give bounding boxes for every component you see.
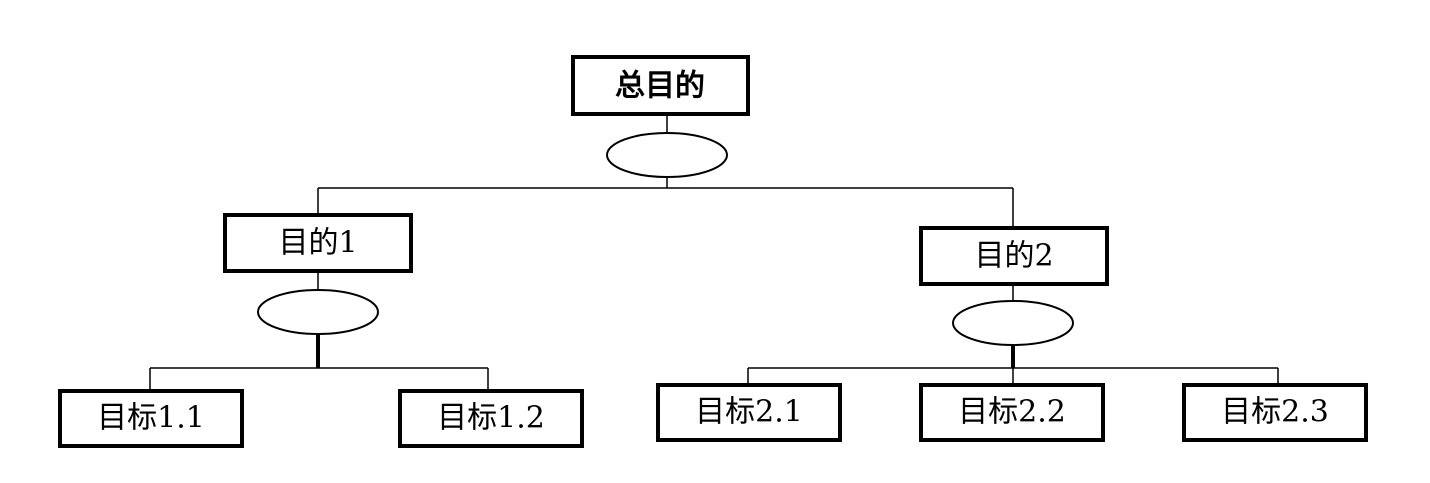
decomposition-gate-root	[606, 132, 728, 178]
purpose-label-2: 目的2	[974, 239, 1053, 274]
goal-label-1-2: 目标1.2	[437, 401, 545, 436]
goal-label-2-3: 目标2.3	[1221, 395, 1329, 430]
root-label: 总目的	[615, 69, 705, 104]
goal-label-1-1: 目标1.1	[97, 401, 205, 436]
goal-node-2-1: 目标2.1	[656, 383, 842, 442]
goal-node-2-3: 目标2.3	[1182, 383, 1368, 442]
root-node: 总目的	[571, 55, 750, 116]
goal-label-2-1: 目标2.1	[695, 395, 803, 430]
goal-label-2-2: 目标2.2	[958, 395, 1066, 430]
goal-node-2-2: 目标2.2	[919, 383, 1105, 442]
decomposition-gate-purpose-2	[952, 300, 1074, 346]
goal-node-1-1: 目标1.1	[58, 389, 244, 448]
purpose-node-2: 目的2	[919, 226, 1109, 286]
goal-node-1-2: 目标1.2	[398, 389, 584, 448]
purpose-label-1: 目的1	[278, 226, 357, 261]
purpose-node-1: 目的1	[223, 213, 413, 273]
decomposition-gate-purpose-1	[257, 289, 379, 335]
